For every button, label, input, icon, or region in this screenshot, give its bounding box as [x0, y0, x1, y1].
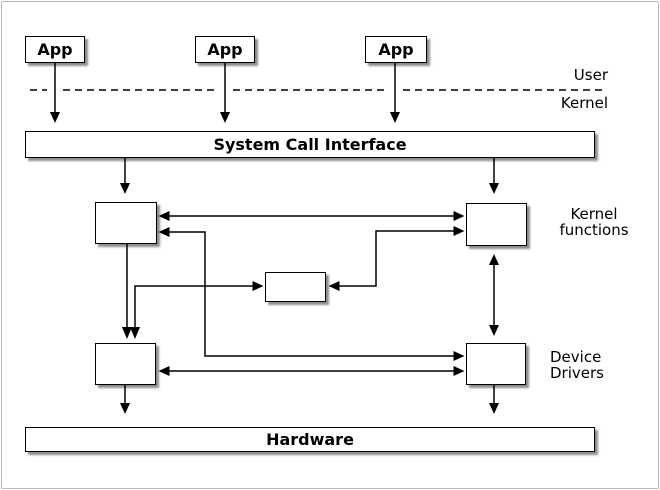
app-box-3: App [365, 36, 427, 63]
middle-box-devicedriver-left-arrow [134, 285, 253, 327]
user-space-label: User [573, 66, 608, 84]
device-drivers-label-line2: Drivers [550, 364, 604, 382]
kernel-functions-label-line1: Kernel [570, 205, 618, 223]
kernelfn-right-middle-box-arrow [339, 230, 454, 287]
hardware-box: Hardware [25, 427, 595, 452]
system-call-interface-box: System Call Interface [25, 131, 595, 158]
device-driver-right-box [466, 343, 526, 385]
kernel-function-right-box [466, 203, 527, 246]
kernel-space-label: Kernel [560, 94, 608, 112]
middle-kernel-box [265, 272, 326, 302]
app-box-2: App [195, 36, 255, 63]
kernel-function-left-box [95, 202, 157, 244]
kernel-functions-label-line2: functions [559, 221, 629, 239]
device-drivers-label-line1: Device [550, 348, 602, 366]
app-box-1: App [25, 36, 85, 63]
device-driver-left-box [95, 343, 156, 385]
